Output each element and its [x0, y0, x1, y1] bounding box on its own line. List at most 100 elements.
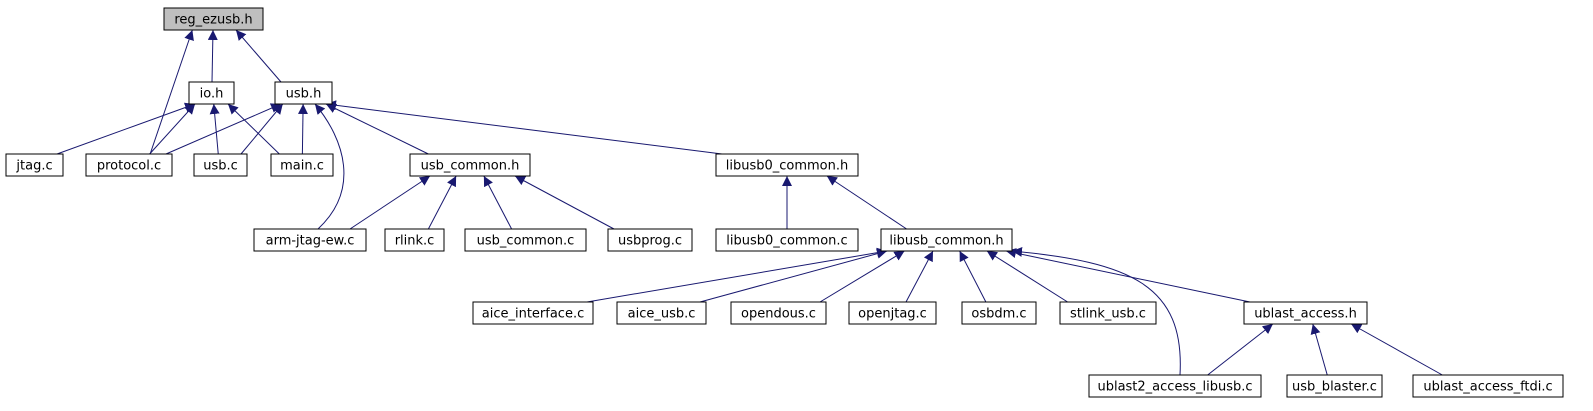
- edge-usb-h-to-reg-ezusb-h: [235, 29, 282, 83]
- edge-line: [586, 247, 888, 303]
- edge-line: [1005, 248, 1251, 303]
- node-label: usb.c: [203, 159, 238, 174]
- node-usb-blaster-c[interactable]: usb_blaster.c: [1286, 374, 1383, 398]
- node-box: [384, 228, 445, 252]
- node-label: ublast_access_ftdi.c: [1423, 380, 1552, 395]
- edge-line: [1011, 246, 1181, 376]
- edge-stlink-usb-c-to-libusb-common-h: [986, 250, 1068, 303]
- node-arm-jtag-ew-c[interactable]: arm-jtag-ew.c: [253, 228, 367, 252]
- edge-libusb-common-h-to-libusb0-common-h: [826, 175, 907, 230]
- node-label: opendous.c: [741, 307, 816, 322]
- node-ublast-access-h[interactable]: ublast_access.h: [1243, 301, 1368, 325]
- node-box: [848, 301, 937, 325]
- node-label: reg_ezusb.h: [174, 13, 252, 28]
- edge-main-c-to-io-h: [227, 103, 280, 155]
- edge-line: [1207, 323, 1274, 376]
- edge-line: [297, 103, 308, 155]
- edge-line: [959, 250, 987, 303]
- node-aice-usb-c[interactable]: aice_usb.c: [616, 301, 707, 325]
- node-label: io.h: [200, 87, 224, 102]
- node-box: [880, 228, 1013, 252]
- node-box: [715, 153, 859, 177]
- node-libusb-common-h[interactable]: libusb_common.h: [880, 228, 1013, 252]
- node-usbprog-c[interactable]: usbprog.c: [607, 228, 693, 252]
- edge-line: [826, 175, 907, 230]
- node-label: usb_blaster.c: [1292, 380, 1377, 395]
- edge-line: [819, 250, 905, 303]
- edge-ublast2-access-libusb-c-to-ublast-access-h: [1207, 323, 1274, 376]
- edge-line: [56, 102, 196, 155]
- edge-line: [349, 175, 431, 230]
- node-stlink-usb-c[interactable]: stlink_usb.c: [1059, 301, 1157, 325]
- edge-line: [325, 100, 723, 155]
- node-label: usb_common.c: [477, 234, 575, 249]
- node-ublast2-access-libusb-c[interactable]: ublast2_access_libusb.c: [1088, 374, 1262, 398]
- edge-aice-usb-c-to-libusb-common-h: [699, 248, 888, 303]
- edge-usb-blaster-c-to-ublast-access-h: [1310, 323, 1328, 376]
- edge-protocol-c-to-reg-ezusb-h: [149, 29, 194, 155]
- node-libusb0-common-h[interactable]: libusb0_common.h: [715, 153, 859, 177]
- edge-io-h-to-reg-ezusb-h: [207, 29, 218, 83]
- node-label: rlink.c: [395, 234, 435, 249]
- edge-arm-jtag-ew-c-to-usb-common-h: [349, 175, 431, 230]
- edge-usb-common-c-to-usb-common-h: [483, 175, 513, 230]
- node-box: [730, 301, 827, 325]
- edge-rlink-c-to-usb-common-h: [427, 175, 457, 230]
- edge-line: [240, 103, 284, 155]
- node-label: arm-jtag-ew.c: [266, 234, 355, 249]
- node-box: [715, 228, 859, 252]
- edge-line: [149, 29, 194, 155]
- edge-arm-jtag-ew-c-to-usb-h: [314, 103, 345, 230]
- node-reg-ezusb-h: reg_ezusb.h: [163, 7, 264, 31]
- node-box: [616, 301, 707, 325]
- edge-line: [905, 250, 934, 303]
- node-box: [1286, 374, 1383, 398]
- edge-line: [227, 103, 280, 155]
- edge-line: [235, 29, 282, 83]
- edges: [56, 29, 1443, 376]
- edge-usb-c-to-io-h: [209, 103, 220, 155]
- node-box: [472, 301, 594, 325]
- node-ublast-access-ftdi-c[interactable]: ublast_access_ftdi.c: [1412, 374, 1564, 398]
- node-label: main.c: [280, 159, 324, 174]
- node-box: [85, 153, 173, 177]
- edge-usb-common-h-to-usb-h: [325, 103, 429, 155]
- node-label: stlink_usb.c: [1070, 307, 1146, 322]
- node-box: [409, 153, 531, 177]
- node-main-c[interactable]: main.c: [270, 153, 334, 177]
- node-opendous-c[interactable]: opendous.c: [730, 301, 827, 325]
- node-protocol-c[interactable]: protocol.c: [85, 153, 173, 177]
- node-label: libusb0_common.h: [726, 159, 849, 174]
- edge-openjtag-c-to-libusb-common-h: [905, 250, 934, 303]
- node-label: aice_interface.c: [482, 307, 584, 322]
- node-osbdm-c[interactable]: osbdm.c: [961, 301, 1037, 325]
- node-rlink-c[interactable]: rlink.c: [384, 228, 445, 252]
- edge-jtag-c-to-io-h: [56, 102, 196, 155]
- node-aice-interface-c[interactable]: aice_interface.c: [472, 301, 594, 325]
- node-usb-common-c[interactable]: usb_common.c: [464, 228, 587, 252]
- node-box: [5, 153, 64, 177]
- node-label: jtag.c: [15, 159, 52, 174]
- node-usb-c[interactable]: usb.c: [193, 153, 248, 177]
- node-usb-common-h[interactable]: usb_common.h: [409, 153, 531, 177]
- node-libusb0-common-c[interactable]: libusb0_common.c: [715, 228, 859, 252]
- node-box: [1412, 374, 1564, 398]
- edge-libusb0-common-h-to-usb-h: [325, 100, 723, 155]
- edge-ublast2-access-libusb-c-to-libusb-common-h: [1011, 246, 1181, 376]
- node-openjtag-c[interactable]: openjtag.c: [848, 301, 937, 325]
- edge-ublast-access-h-to-libusb-common-h: [1005, 248, 1251, 303]
- node-jtag-c[interactable]: jtag.c: [5, 153, 64, 177]
- node-box: [188, 81, 235, 105]
- node-label: usb_common.h: [421, 159, 520, 174]
- node-io-h[interactable]: io.h: [188, 81, 235, 105]
- node-label: protocol.c: [97, 159, 161, 174]
- node-box: [1243, 301, 1368, 325]
- edge-usb-c-to-usb-h: [240, 103, 284, 155]
- edge-line: [986, 250, 1068, 303]
- node-label: aice_usb.c: [628, 307, 696, 322]
- node-box: [464, 228, 587, 252]
- edge-protocol-c-to-usb-h: [165, 103, 282, 155]
- edge-line: [514, 175, 615, 230]
- node-box: [270, 153, 334, 177]
- node-usb-h[interactable]: usb.h: [274, 81, 333, 105]
